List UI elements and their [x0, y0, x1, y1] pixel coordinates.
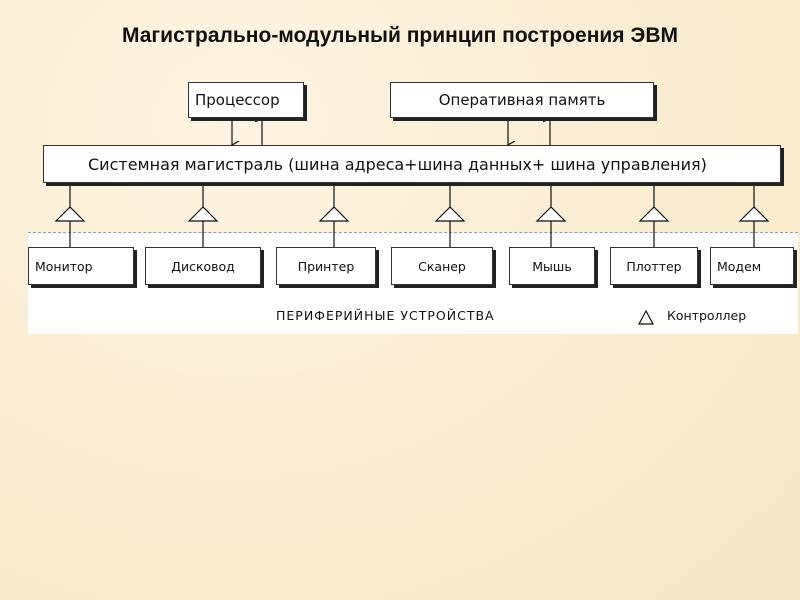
processor-box: Процессор	[188, 82, 304, 118]
controller-monitor	[54, 183, 86, 247]
controller-diskdrive	[187, 183, 219, 247]
device-label: Дисковод	[171, 258, 235, 274]
device-label: Плоттер	[626, 258, 682, 274]
peripherals-label: ПЕРИФЕРИЙНЫЕ УСТРОЙСТВА	[276, 308, 495, 323]
device-label: Модем	[717, 258, 762, 274]
system-bus: Системная магистраль (шина адреса+шина д…	[43, 145, 781, 183]
controller-plotter	[638, 183, 670, 247]
diagram-title: Магистрально-модульный принцип построени…	[122, 24, 678, 47]
controller-mouse	[535, 183, 567, 247]
memory-label: Оперативная память	[438, 91, 606, 109]
controller-printer	[318, 183, 350, 247]
legend-controller-label: Контроллер	[667, 308, 747, 323]
system-bus-label: Системная магистраль (шина адреса+шина д…	[88, 154, 707, 174]
device-mouse: Мышь	[509, 247, 595, 285]
legend-controller-icon	[637, 309, 655, 325]
device-plotter: Плоттер	[610, 247, 698, 285]
controllers-group	[54, 183, 770, 247]
device-monitor: Монитор	[28, 247, 134, 285]
device-printer: Принтер	[276, 247, 376, 285]
peripherals-panel-border	[28, 232, 798, 233]
controller-scanner	[434, 183, 466, 247]
processor-label: Процессор	[195, 91, 280, 109]
device-modem: Модем	[710, 247, 794, 285]
memory-box: Оперативная память	[390, 82, 654, 118]
device-label: Монитор	[35, 258, 93, 274]
device-diskdrive: Дисковод	[145, 247, 261, 285]
device-label: Принтер	[297, 258, 355, 274]
device-scanner: Сканер	[391, 247, 493, 285]
device-label: Мышь	[532, 258, 572, 274]
device-label: Сканер	[418, 258, 466, 274]
controller-modem	[738, 183, 770, 247]
